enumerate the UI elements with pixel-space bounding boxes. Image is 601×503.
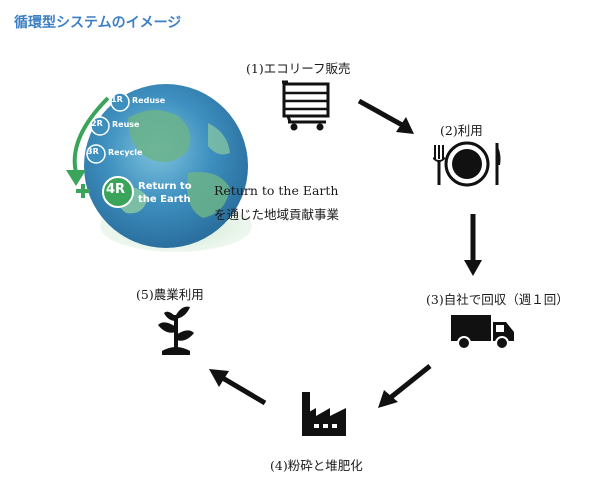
step-2-label: (2)利用 <box>440 123 483 138</box>
r2-label: Reuse <box>112 120 140 129</box>
shopping-cart-icon <box>282 80 332 132</box>
diagram-title: 循環型システムのイメージ <box>14 15 182 31</box>
arrow-1-to-2 <box>356 96 418 138</box>
globe-illustration: 1R Reduse 2R Reuse 3R Recycle 4R Return … <box>58 78 258 256</box>
arrow-2-to-3 <box>462 212 484 278</box>
step-1-label: (1)エコリーフ販売 <box>246 61 351 76</box>
plate-fork-knife-icon <box>430 141 504 187</box>
globe-caption-line2: を通じた地域貢献事業 <box>214 207 340 222</box>
arrow-4-to-5 <box>205 365 269 407</box>
r3-label: Recycle <box>108 148 143 157</box>
r4-badge: 4R <box>106 182 126 197</box>
factory-icon <box>300 390 348 438</box>
step-3-label: (3)自社で回収（週１回） <box>426 292 569 307</box>
r1-label: Reduse <box>132 96 166 105</box>
r3-badge: 3R <box>87 147 99 156</box>
r1-badge: 1R <box>111 95 123 104</box>
globe-caption-line1: Return to the Earth <box>214 183 339 198</box>
r4-label-line1: Return to <box>138 181 192 192</box>
r4-label-line2: the Earth <box>138 194 191 205</box>
arrow-3-to-4 <box>374 362 434 410</box>
step-4-label: (4)粉砕と堆肥化 <box>270 458 363 473</box>
sprout-icon <box>156 305 196 357</box>
step-5-label: (5)農業利用 <box>136 287 204 302</box>
r2-badge: 2R <box>91 119 103 128</box>
delivery-truck-icon <box>450 313 516 351</box>
